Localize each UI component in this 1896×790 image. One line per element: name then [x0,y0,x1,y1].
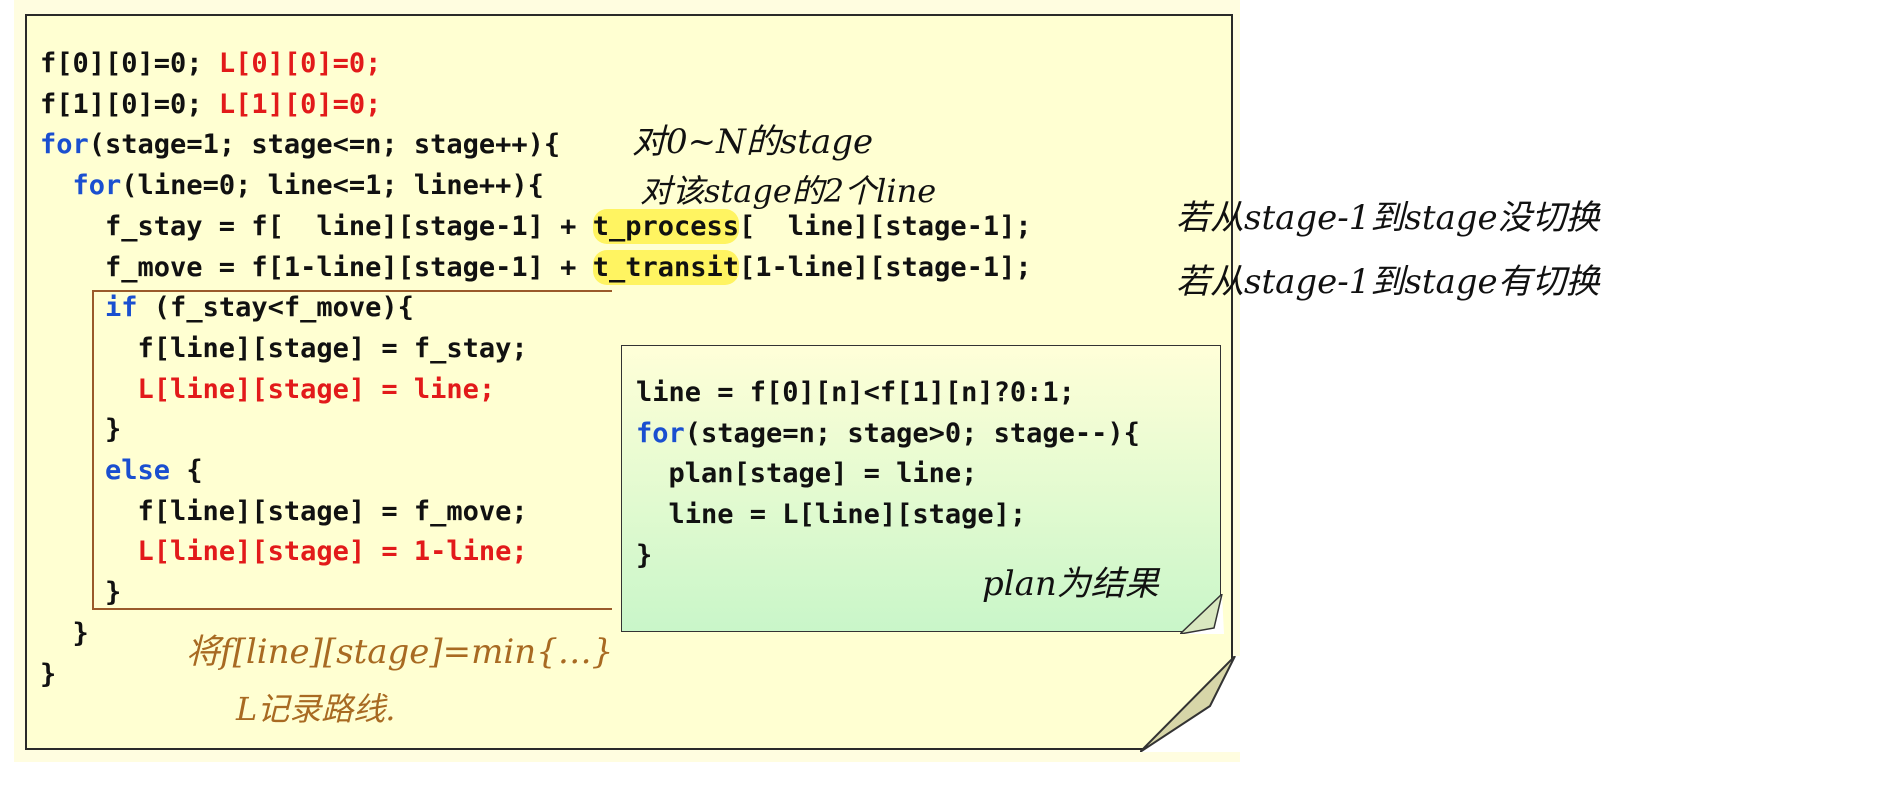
inner-code-line-5: } [636,539,653,571]
if-else-bracket [92,290,612,610]
code-line-9: L[line][stage] = line; [137,373,496,405]
code-line-8: f[line][stage] = f_stay; [40,332,528,364]
code-line-12: f[line][stage] = f_move; [40,495,528,527]
backtrack-note [621,345,1221,632]
inner-code-line-4: line = L[line][stage]; [636,499,1027,531]
code-line-7: if (f_stay<f_move){ [105,292,414,324]
annotation-no-switch: 若从stage-1到stage没切换 [1176,198,1600,238]
code-line-11: else { [105,455,203,487]
code-line-16: } [40,658,57,690]
code-line-10: } [40,414,122,446]
sticky-note-fold-corner [1140,656,1240,752]
code-line-1: f[0][0]=0; L[0][0]=0; [40,48,382,79]
code-line-14: } [40,577,122,609]
annotation-plan-result: plan为结果 [982,564,1159,604]
code-line-4: for(line=0; line<=1; line++){ [72,170,544,202]
code-line-2: f[1][0]=0; L[1][0]=0; [40,88,382,120]
inner-note-fold-corner [1180,594,1224,634]
code-line-13: L[line][stage] = 1-line; [137,536,528,568]
main-code-block: f[0][0]=0; L[0][0]=0; f[1][0]=0; L[1][0]… [40,44,1032,695]
annotation-record-route: L记录路线. [236,690,396,728]
code-line-5: f_stay = f[ line][stage-1] + t_process[ … [40,208,1032,244]
backtrack-code-block: line = f[0][n]<f[1][n]?0:1; for(stage=n;… [636,373,1140,577]
annotation-switch: 若从stage-1到stage有切换 [1176,262,1600,302]
annotation-for-stage: 对0~N的stage [632,122,874,162]
inner-code-line-3: plan[stage] = line; [636,458,978,490]
t-process-highlight: t_process [592,208,739,244]
code-line-6: f_move = f[1-line][stage-1] + t_transit[… [40,249,1032,285]
t-transit-highlight: t_transit [592,249,739,285]
code-line-15: } [40,617,89,649]
annotation-for-line: 对该stage的2个line [640,172,937,210]
annotation-min-note: 将f[line][stage]=min{…} [186,632,614,672]
inner-code-line-2: for(stage=n; stage>0; stage--){ [636,417,1140,449]
code-line-3: for(stage=1; stage<=n; stage++){ [40,129,561,161]
inner-code-line-1: line = f[0][n]<f[1][n]?0:1; [636,377,1075,408]
